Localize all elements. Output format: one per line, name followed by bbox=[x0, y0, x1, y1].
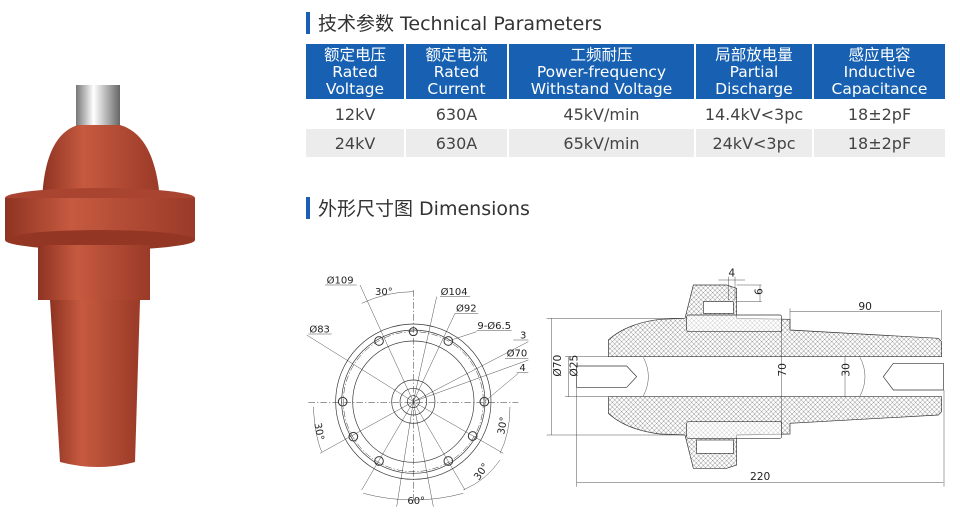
dim-label: 30° bbox=[496, 416, 510, 435]
dim-label: Ø25 bbox=[568, 355, 581, 377]
cell: 65kV/min bbox=[508, 128, 696, 157]
dim-label: 90 bbox=[858, 300, 872, 313]
dimensions-section-title: 外形尺寸图 Dimensions bbox=[306, 194, 530, 221]
dim-label: 6 bbox=[753, 288, 766, 295]
cell: 18±2pF bbox=[813, 128, 947, 157]
cell: 630A bbox=[405, 99, 509, 129]
cell: 24kV bbox=[306, 128, 406, 157]
cell: 45kV/min bbox=[508, 99, 696, 129]
dim-label: Ø92 bbox=[456, 303, 477, 315]
dimensions-title-text: 外形尺寸图 Dimensions bbox=[318, 198, 530, 220]
params-title-text: 技术参数 Technical Parameters bbox=[318, 13, 603, 35]
title-accent-bar bbox=[306, 196, 310, 219]
dim-label: Ø109 bbox=[327, 274, 354, 286]
dim-label: 30° bbox=[375, 287, 393, 298]
dim-label: 30 bbox=[839, 363, 852, 377]
dim-label: 70 bbox=[776, 363, 789, 377]
dim-label: 3 bbox=[520, 330, 526, 341]
dim-label: 30° bbox=[311, 422, 325, 441]
dim-label: Ø83 bbox=[309, 323, 330, 335]
cell: 14.4kV<3pc bbox=[695, 99, 814, 129]
params-section-title: 技术参数 Technical Parameters bbox=[306, 9, 602, 36]
cell: 18±2pF bbox=[813, 99, 947, 129]
dim-label: 9-Ø6.5 bbox=[477, 320, 511, 332]
dim-label: Ø104 bbox=[441, 286, 468, 298]
cell: 630A bbox=[405, 128, 509, 157]
dim-label: Ø70 bbox=[551, 354, 564, 376]
title-accent-bar bbox=[306, 11, 310, 34]
product-photo bbox=[5, 85, 195, 467]
side-section-drawing: 4 6 90 Ø70 Ø25 70 30 220 bbox=[546, 267, 945, 487]
dim-label: 4 bbox=[519, 363, 525, 374]
dim-label: 30° bbox=[472, 462, 491, 483]
dim-label: 60° bbox=[407, 496, 425, 507]
cell: 12kV bbox=[306, 99, 406, 129]
front-view-drawing: Ø109 30° Ø104 Ø92 9-Ø6.5 3 Ø70 4 Ø83 30°… bbox=[306, 274, 529, 507]
dim-label: Ø70 bbox=[507, 348, 528, 360]
dim-label: 4 bbox=[728, 267, 735, 280]
cell: 24kV<3pc bbox=[695, 128, 814, 157]
dim-label: 220 bbox=[750, 470, 771, 483]
